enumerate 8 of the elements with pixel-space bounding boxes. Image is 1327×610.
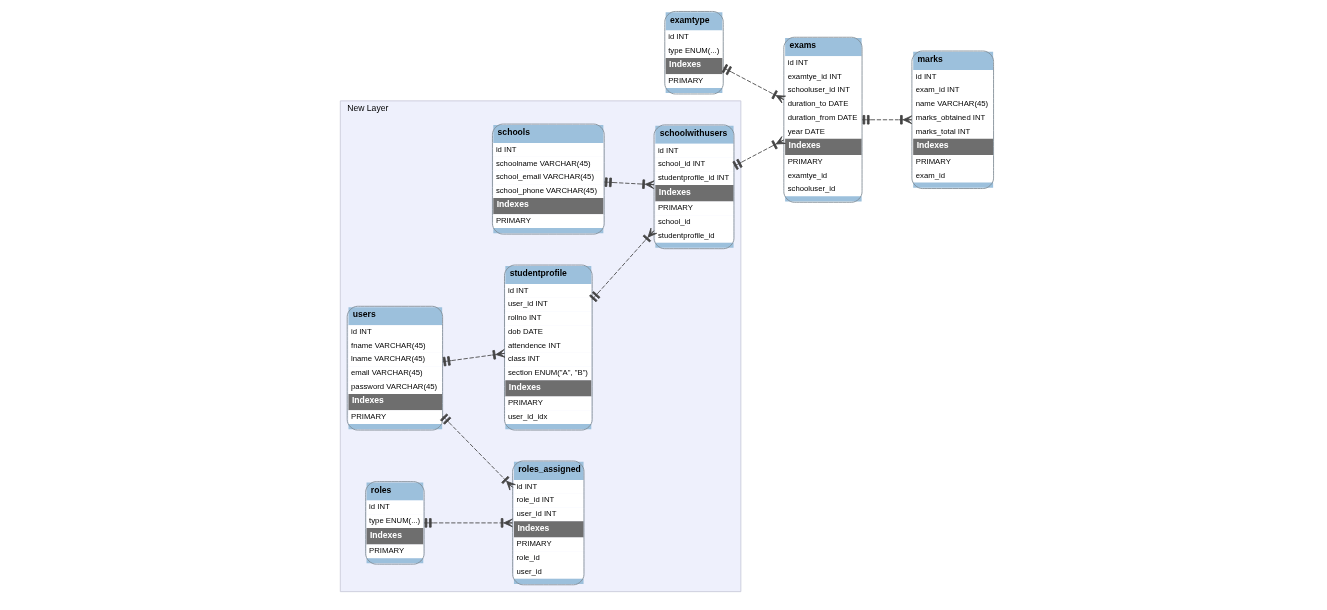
connector bbox=[604, 177, 655, 189]
connector bbox=[423, 518, 513, 528]
connector bbox=[442, 349, 506, 367]
connector bbox=[440, 413, 516, 491]
connector bbox=[861, 115, 913, 125]
connector bbox=[721, 63, 786, 104]
connector bbox=[589, 227, 658, 303]
connector bbox=[732, 136, 786, 170]
